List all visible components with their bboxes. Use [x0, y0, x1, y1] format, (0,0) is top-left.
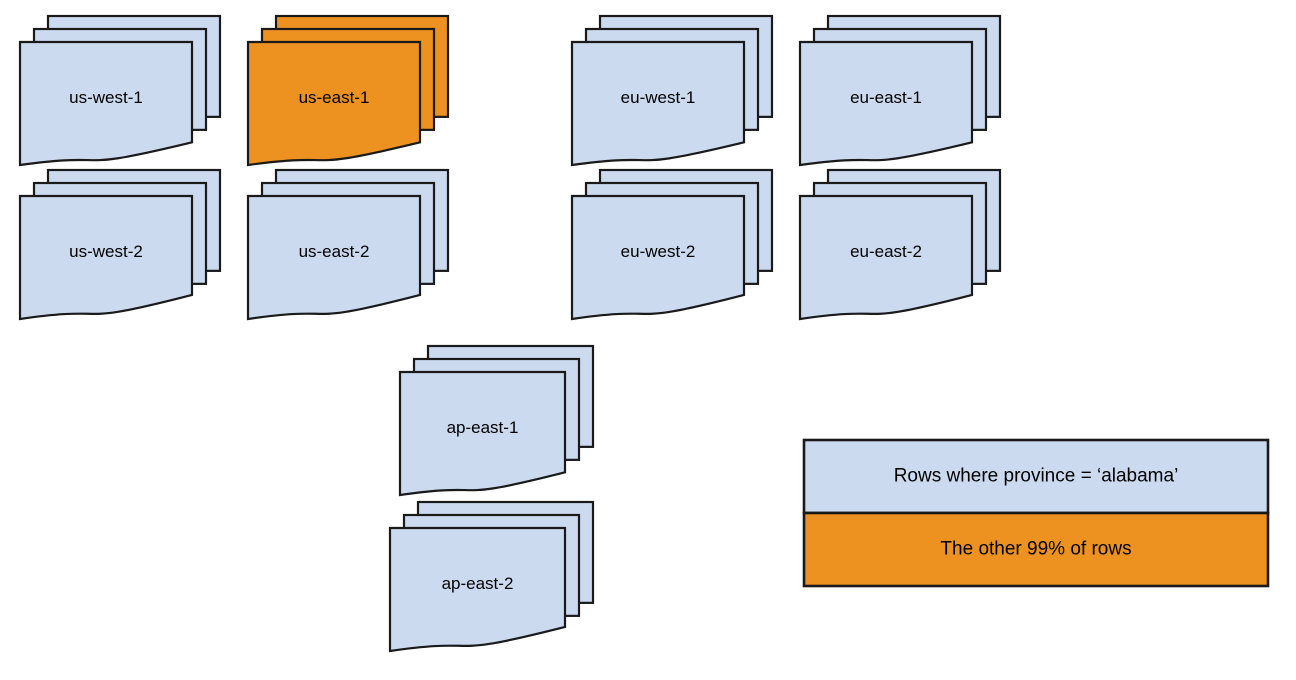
document-stack-eu-west-2[interactable]: eu-west-2 [570, 168, 774, 321]
document-stack-eu-west-1[interactable]: eu-west-1 [570, 14, 774, 167]
document-stacks-layer: us-west-1 us-east-1 eu-west-1 eu-east-1 us-w… [18, 14, 1002, 653]
document-stack-ap-east-2[interactable]: ap-east-2 [388, 500, 595, 653]
document-stack-eu-east-2[interactable]: eu-east-2 [798, 168, 1002, 321]
stack-sheet-eu-west-1-0 [570, 40, 746, 167]
stack-label-ap-east-2: ap-east-2 [442, 574, 514, 593]
document-stack-us-east-2[interactable]: us-east-2 [246, 168, 450, 321]
stack-sheet-us-west-1-0 [18, 40, 194, 167]
stack-label-eu-west-1: eu-west-1 [621, 88, 696, 107]
stack-sheet-eu-east-2-0 [798, 194, 974, 321]
stack-sheet-us-east-1-0 [246, 40, 422, 167]
legend-swatch-orange [802, 511, 1270, 588]
legend-swatch-blue [802, 438, 1270, 515]
legend: Rows where province = ‘alabama’ The other… [802, 438, 1270, 588]
stack-sheet-ap-east-1-0 [398, 370, 567, 497]
stack-sheet-eu-west-2-0 [570, 194, 746, 321]
stack-label-eu-east-1: eu-east-1 [850, 88, 922, 107]
stack-label-us-east-1: us-east-1 [299, 88, 370, 107]
legend-row-legend-orange: The other 99% of rows [802, 511, 1270, 588]
stack-label-us-west-2: us-west-2 [69, 242, 143, 261]
legend-label-legend-orange: The other 99% of rows [940, 539, 1131, 560]
stack-label-us-east-2: us-east-2 [299, 242, 370, 261]
document-stack-us-west-1[interactable]: us-west-1 [18, 14, 222, 167]
stack-sheet-us-east-2-0 [246, 194, 422, 321]
stack-label-eu-west-2: eu-west-2 [621, 242, 696, 261]
document-stack-ap-east-1[interactable]: ap-east-1 [398, 344, 595, 497]
stack-label-eu-east-2: eu-east-2 [850, 242, 922, 261]
stack-sheet-us-west-2-0 [18, 194, 194, 321]
legend-row-legend-blue: Rows where province = ‘alabama’ [802, 438, 1270, 515]
stack-sheet-eu-east-1-0 [798, 40, 974, 167]
document-stack-us-west-2[interactable]: us-west-2 [18, 168, 222, 321]
stack-label-ap-east-1: ap-east-1 [447, 418, 519, 437]
document-stack-us-east-1[interactable]: us-east-1 [246, 14, 450, 167]
document-stack-eu-east-1[interactable]: eu-east-1 [798, 14, 1002, 167]
stack-sheet-ap-east-2-0 [388, 526, 567, 653]
stack-label-us-west-1: us-west-1 [69, 88, 143, 107]
legend-label-legend-blue: Rows where province = ‘alabama’ [894, 466, 1179, 487]
